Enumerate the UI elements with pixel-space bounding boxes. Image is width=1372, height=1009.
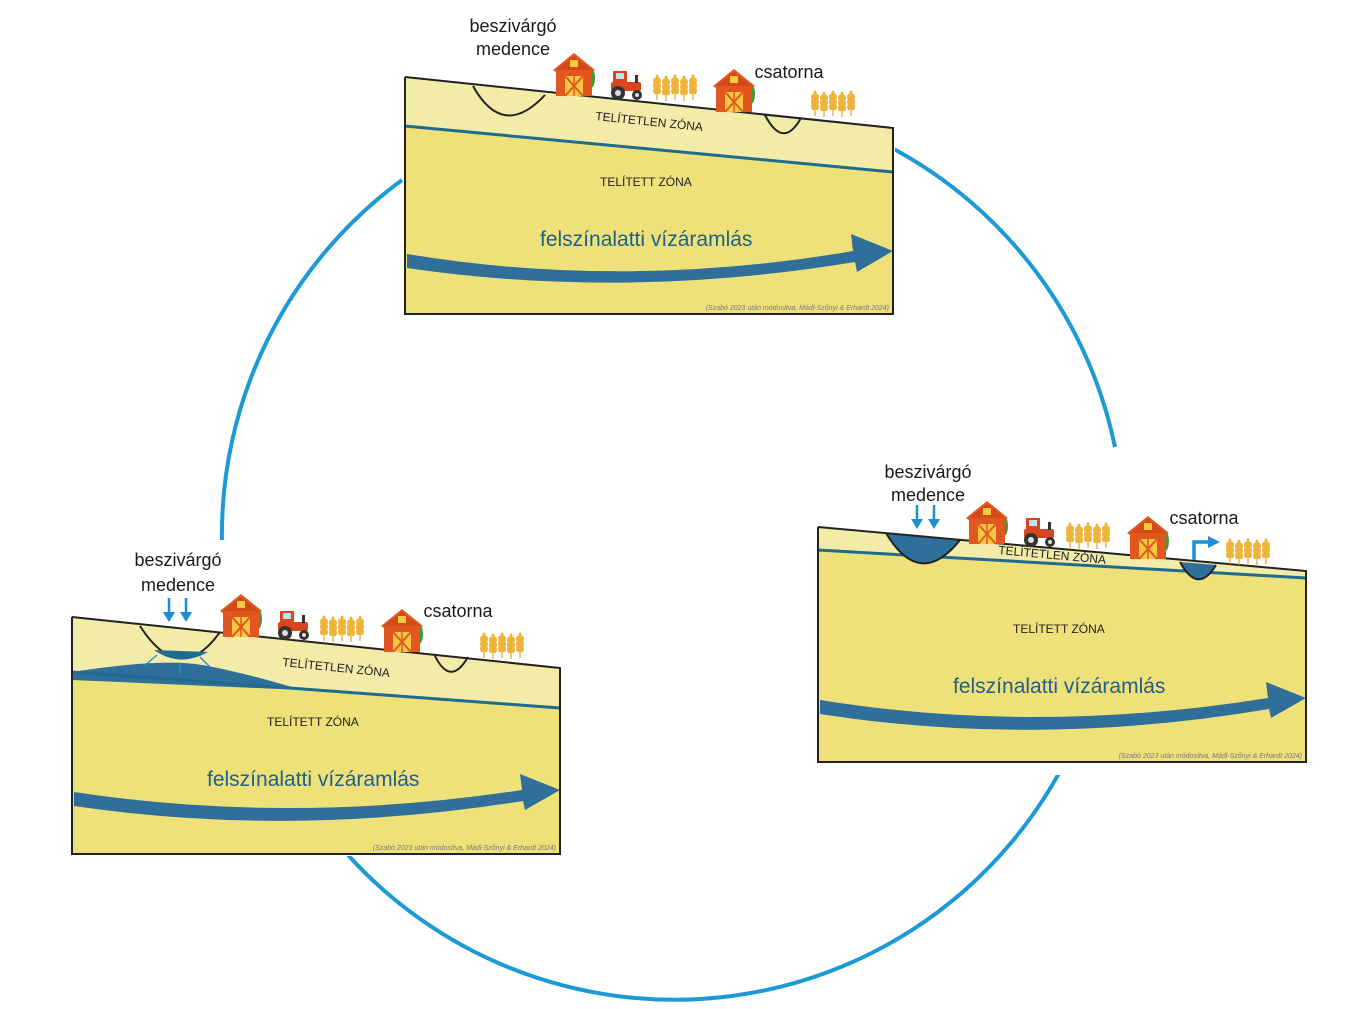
canal-label: csatorna	[423, 601, 493, 621]
saturated-zone	[818, 550, 1306, 762]
flow-label: felszínalatti vízáramlás	[953, 675, 1165, 698]
basin-water	[154, 650, 208, 660]
basin-label-line2: medence	[476, 39, 550, 59]
canal	[1179, 561, 1217, 581]
inflow-arrows-icon	[911, 505, 940, 529]
panel-top: beszivárgó medence csatorna TELÍTETLEN Z…	[404, 12, 895, 317]
basin-label-line2: medence	[891, 485, 965, 505]
credit-text: (Szabó 2023 után módosítva, Mádl-Szőnyi …	[1119, 753, 1302, 760]
infiltration-basin	[472, 85, 546, 117]
cycle-circle	[219, 146, 1117, 1002]
canal-label: csatorna	[1169, 508, 1239, 528]
flow-label: felszínalatti vízáramlás	[207, 768, 419, 791]
credit-text: (Szabó 2023 után módosítva, Mádl-Szőnyi …	[373, 845, 556, 852]
flow-arrow	[407, 234, 893, 283]
water-table-line	[817, 548, 1307, 580]
saturated-zone-label: TELÍTETT ZÓNA	[1013, 621, 1105, 636]
basin-label-line1: beszivárgó	[134, 550, 221, 570]
basin-label-line2: medence	[141, 575, 215, 595]
groundwater-mound	[72, 662, 302, 690]
cycle-arc-top-right	[891, 146, 1117, 448]
panel-left: beszivárgó medence csatorna TELÍTETLEN Z…	[71, 540, 564, 856]
saturated-zone-label: TELÍTETT ZÓNA	[600, 174, 692, 189]
water-table-line	[71, 670, 561, 710]
basin-label-line1: beszivárgó	[469, 16, 556, 36]
flow-label: felszínalatti vízáramlás	[540, 228, 752, 251]
outflow-arrow-icon	[1192, 536, 1220, 560]
seepage-arrows	[143, 654, 211, 674]
water-table-line	[404, 124, 894, 174]
panel-right: beszivárgó medence csatorna TELÍTETLEN Z…	[817, 460, 1310, 775]
canal	[764, 114, 802, 135]
inflow-arrows-icon	[163, 598, 192, 622]
basin-label-line1: beszivárgó	[884, 462, 971, 482]
credit-text: (Szabó 2023 után módosítva, Mádl-Szőnyi …	[706, 305, 889, 312]
flow-arrow	[820, 682, 1306, 730]
canal-label: csatorna	[754, 62, 824, 82]
flow-arrow	[74, 774, 560, 821]
cycle-arc-left	[219, 178, 404, 546]
infiltration-basin	[885, 532, 961, 565]
cycle-arc-bottom	[346, 761, 1067, 1002]
saturated-zone-label: TELÍTETT ZÓNA	[267, 714, 359, 729]
